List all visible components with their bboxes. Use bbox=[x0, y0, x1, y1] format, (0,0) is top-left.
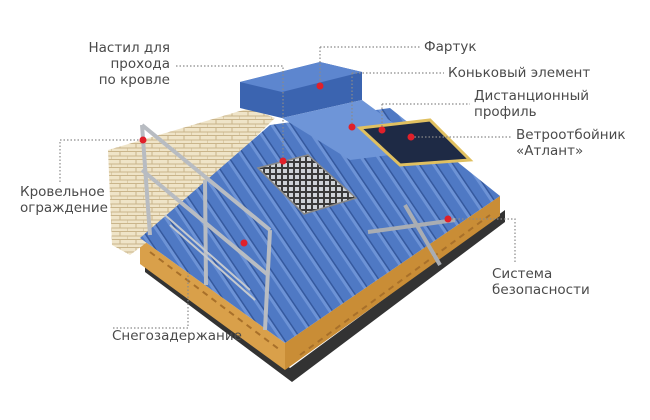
label-wind-line2: «Атлант» bbox=[516, 143, 584, 159]
marker-safety bbox=[444, 215, 452, 223]
label-spacer: Дистанционный профиль bbox=[474, 88, 589, 120]
spacer-profile bbox=[356, 118, 474, 167]
markers bbox=[139, 82, 452, 247]
marker-ridge bbox=[348, 123, 356, 131]
roof-railing bbox=[140, 123, 272, 331]
walkway-grid bbox=[256, 154, 358, 215]
marker-walkway bbox=[279, 157, 287, 165]
substructure bbox=[140, 196, 505, 382]
label-railing-line2: ограждение bbox=[20, 200, 108, 216]
label-spacer-line1: Дистанционный bbox=[474, 88, 590, 104]
label-snow: Снегозадержание bbox=[112, 328, 242, 344]
label-railing: Кровельное ограждение bbox=[20, 184, 108, 216]
safety-system bbox=[367, 203, 456, 267]
label-wind: Ветроотбойник «Атлант» bbox=[516, 127, 626, 159]
marker-spacer bbox=[378, 126, 386, 134]
label-ridge: Коньковый элемент bbox=[448, 65, 591, 81]
marker-railing bbox=[139, 136, 147, 144]
label-wind-line1: Ветроотбойник bbox=[516, 127, 626, 143]
label-walkway: Настил для прохода по кровле bbox=[89, 40, 171, 88]
marker-wind bbox=[407, 133, 415, 141]
label-spacer-line2: профиль bbox=[474, 104, 537, 120]
label-walkway-line2: прохода bbox=[110, 56, 170, 72]
marker-apron bbox=[316, 82, 324, 90]
marker-snow bbox=[240, 239, 248, 247]
label-safety-line1: Система bbox=[492, 266, 553, 282]
roof-surface bbox=[140, 108, 500, 343]
label-apron: Фартук bbox=[424, 39, 477, 55]
label-walkway-line1: Настил для bbox=[88, 40, 171, 56]
label-safety-line2: безопасности bbox=[492, 282, 590, 298]
label-railing-line1: Кровельное bbox=[20, 184, 105, 200]
label-safety: Система безопасности bbox=[492, 266, 590, 298]
label-walkway-line3: по кровле bbox=[98, 72, 170, 88]
leader-lines bbox=[59, 46, 516, 329]
